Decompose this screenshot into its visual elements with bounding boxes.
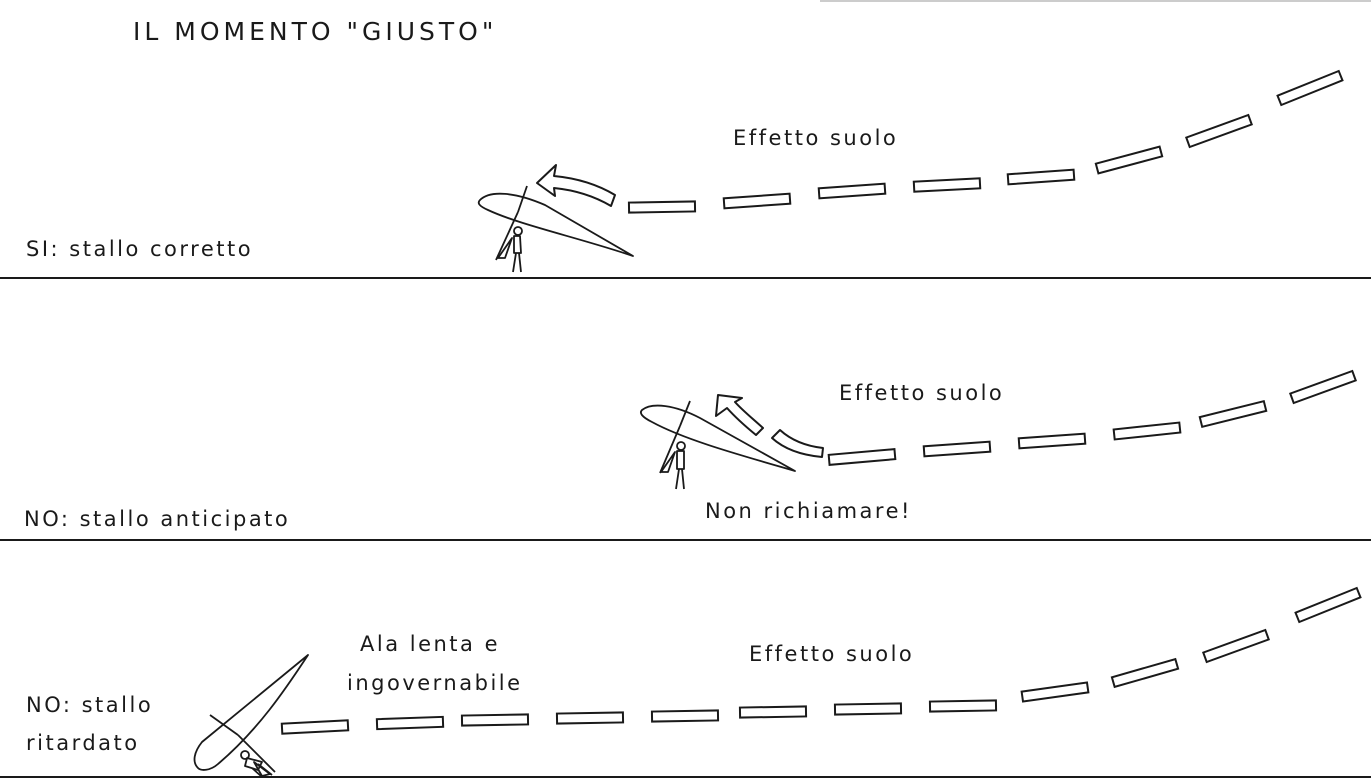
panel-1-label: SI: stallo corretto: [26, 237, 254, 261]
pullup-segment-2: [771, 429, 824, 458]
panel-3-annotation-ground-effect: Effetto suolo: [749, 642, 915, 666]
panel-1-annotation-ground-effect: Effetto suolo: [733, 126, 899, 150]
panel-3-label-line-2: ritardato: [26, 731, 140, 755]
hang-glider-2: [640, 400, 796, 490]
pullup-arrow-1: [536, 164, 616, 207]
panel-2-label: NO: stallo anticipato: [24, 507, 291, 531]
hang-glider-3: [193, 654, 309, 778]
panel-2-annotation-warning: Non richiamare!: [705, 499, 912, 523]
panel-2-annotation-ground-effect: Effetto suolo: [839, 381, 1005, 405]
flight-path-3: [280, 586, 1362, 735]
panel-3-annotation-unmanageable: ingovernabile: [347, 671, 523, 695]
hang-glider-1: [477, 185, 634, 273]
flight-path-2: [827, 369, 1358, 466]
panel-3-label-line-1: NO: stallo: [26, 693, 154, 717]
diagram-title: IL MOMENTO "GIUSTO": [133, 17, 498, 46]
flight-path-1: [627, 69, 1344, 214]
pullup-arrow-2: [715, 394, 764, 436]
panel-3-annotation-slow-wing: Ala lenta e: [360, 632, 501, 656]
